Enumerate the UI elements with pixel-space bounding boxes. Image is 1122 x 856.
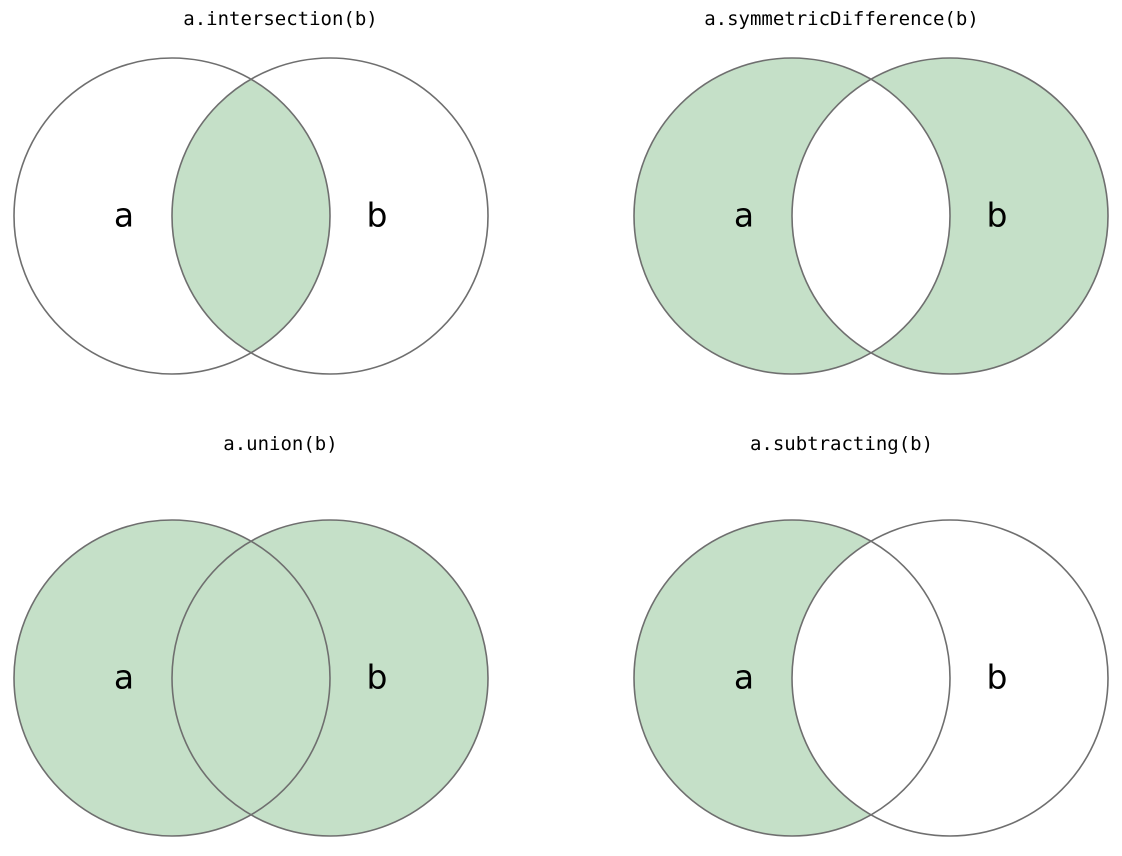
panel-subtracting: a.subtracting(b) a b [561, 425, 1122, 850]
panel-title: a.symmetricDifference(b) [704, 8, 979, 30]
panel-intersection: a.intersection(b) a b [0, 0, 561, 425]
set-label-b: b [987, 196, 1008, 235]
region-intersection [172, 520, 330, 836]
region-intersection [792, 520, 950, 836]
set-label-b: b [367, 658, 388, 697]
set-label-a: a [114, 658, 134, 697]
circle-a-outline [13, 519, 331, 837]
circle-b-outline [791, 519, 1109, 837]
circle-a-outline [633, 57, 951, 375]
panel-title: a.union(b) [223, 433, 338, 455]
set-label-b: b [987, 658, 1008, 697]
circle-a-outline [633, 519, 951, 837]
venn-diagram-union: a b [13, 519, 489, 837]
panel-title: a.intersection(b) [183, 8, 378, 30]
region-intersection [172, 58, 330, 374]
circle-b-outline [171, 57, 489, 375]
region-intersection [792, 58, 950, 374]
panel-title: a.subtracting(b) [749, 433, 934, 455]
venn-diagram-symmetric-difference: a b [633, 57, 1109, 375]
venn-diagram-intersection: a b [13, 57, 489, 375]
circle-b-outline [791, 57, 1109, 375]
set-label-a: a [734, 196, 754, 235]
circle-a-outline [13, 57, 331, 375]
set-label-b: b [367, 196, 388, 235]
set-label-a: a [734, 658, 754, 697]
set-label-a: a [114, 196, 134, 235]
circle-b-outline [171, 519, 489, 837]
venn-diagram-subtracting: a b [633, 519, 1109, 837]
panel-union: a.union(b) a b [0, 425, 561, 850]
panel-symmetric-difference: a.symmetricDifference(b) a b [561, 0, 1122, 425]
